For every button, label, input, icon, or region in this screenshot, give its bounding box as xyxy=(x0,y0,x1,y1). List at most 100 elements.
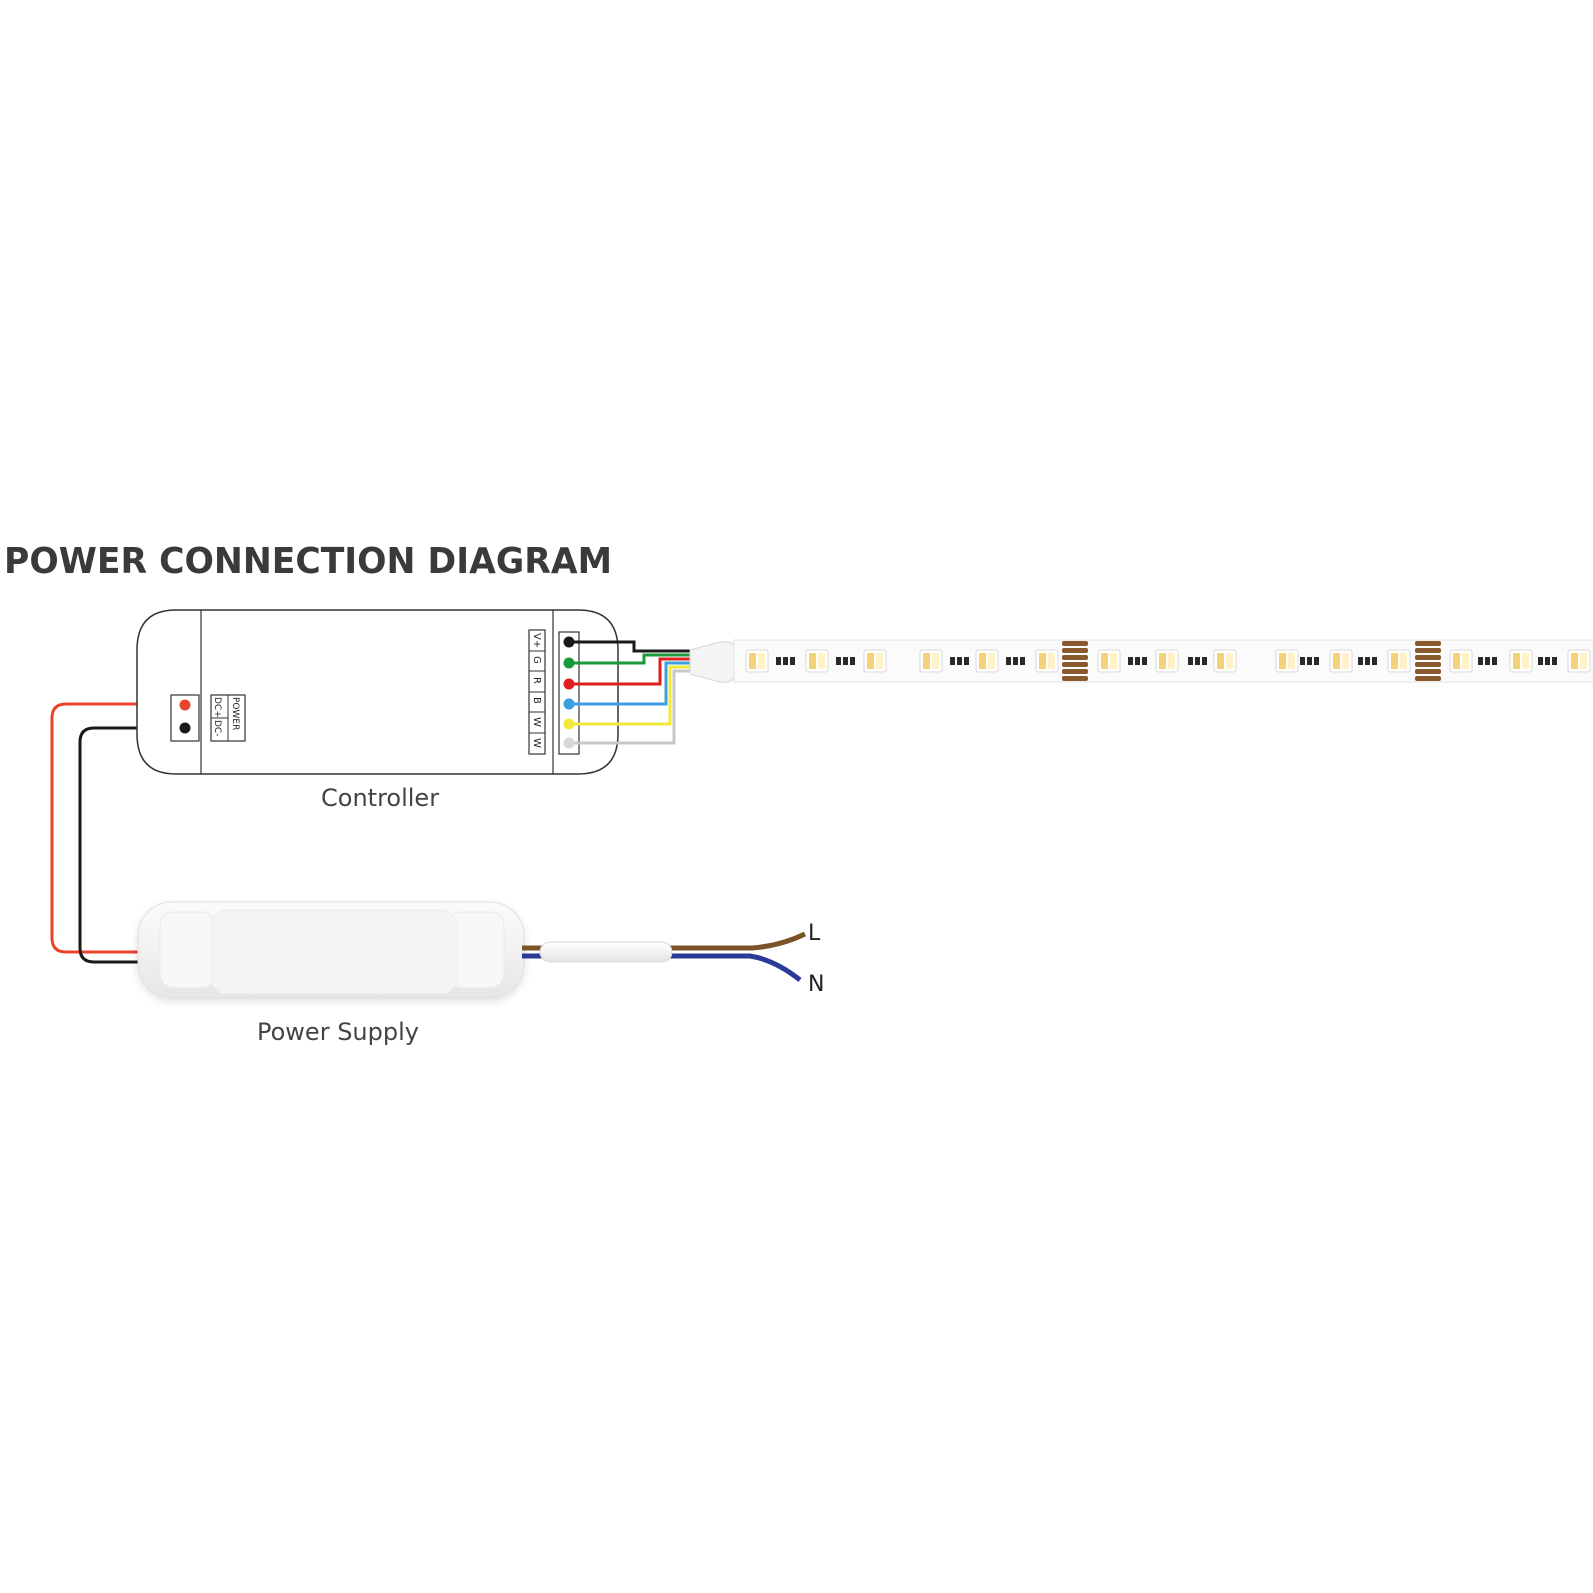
wire-white xyxy=(569,669,690,745)
resistor-icon xyxy=(783,657,788,665)
solder-pad-icon xyxy=(1415,641,1441,646)
led-chip-warm-segment xyxy=(1453,653,1460,669)
led-chip-cool-segment xyxy=(1048,653,1055,669)
led-chip-warm-segment xyxy=(1159,653,1166,669)
wire-red xyxy=(569,657,690,686)
led-chip-cool-segment xyxy=(1168,653,1175,669)
pin-label-b: B xyxy=(531,697,542,704)
led-chip-warm-segment xyxy=(809,653,816,669)
led-chip-warm-segment xyxy=(923,653,930,669)
neutral-label: N xyxy=(808,972,824,997)
resistor-icon xyxy=(1552,657,1557,665)
dc-negative-terminal-icon xyxy=(179,722,191,734)
output-label-column: V+ G R B W W xyxy=(528,629,546,755)
wire-live xyxy=(522,931,807,951)
terminal-yellow-icon xyxy=(563,718,575,730)
resistor-icon xyxy=(964,657,969,665)
resistor-icon xyxy=(950,657,955,665)
terminal-red-icon xyxy=(563,678,575,690)
terminal-white-icon xyxy=(563,737,575,749)
resistor-icon xyxy=(1307,657,1312,665)
wire-dc-negative xyxy=(78,726,185,964)
wire-green xyxy=(569,653,690,665)
solder-pad-icon xyxy=(1415,676,1441,681)
resistor-icon xyxy=(790,657,795,665)
solder-pad-icon xyxy=(1415,655,1441,660)
dc-positive-terminal-icon xyxy=(179,699,191,711)
led-chip-cool-segment xyxy=(818,653,825,669)
led-chip-warm-segment xyxy=(1217,653,1224,669)
strip-end-cap xyxy=(689,641,737,683)
controller-label: Controller xyxy=(321,784,439,812)
resistor-icon xyxy=(1358,657,1363,665)
power-input-terminal: POWER DC+ DC- xyxy=(170,694,246,742)
resistor-icon xyxy=(1188,657,1193,665)
solder-pad-icon xyxy=(1062,655,1088,660)
solder-pad-icon xyxy=(1415,648,1441,653)
led-chip-warm-segment xyxy=(1391,653,1398,669)
resistor-icon xyxy=(776,657,781,665)
cable-sleeve xyxy=(539,941,673,963)
power-supply-label: Power Supply xyxy=(257,1018,419,1046)
resistor-icon xyxy=(1300,657,1305,665)
led-chip-warm-segment xyxy=(1571,653,1578,669)
resistor-icon xyxy=(1538,657,1543,665)
power-terminal-header: POWER xyxy=(230,697,240,730)
resistor-icon xyxy=(1314,657,1319,665)
solder-pad-icon xyxy=(1062,676,1088,681)
pin-label-g: G xyxy=(531,656,542,664)
wire-dc-positive xyxy=(50,702,185,954)
pin-label-w1: W xyxy=(531,717,542,727)
solder-pad-icon xyxy=(1415,669,1441,674)
led-chip-cool-segment xyxy=(1580,653,1587,669)
pin-label-w2: W xyxy=(531,738,542,748)
output-terminal-block xyxy=(558,631,580,755)
resistor-icon xyxy=(1195,657,1200,665)
led-chip-cool-segment xyxy=(988,653,995,669)
led-chip-warm-segment xyxy=(1101,653,1108,669)
resistor-icon xyxy=(843,657,848,665)
output-wires xyxy=(563,636,690,749)
solder-pad-icon xyxy=(1062,648,1088,653)
led-chip-warm-segment xyxy=(979,653,986,669)
resistor-icon xyxy=(1020,657,1025,665)
led-chip-cool-segment xyxy=(1226,653,1233,669)
led-chip-cool-segment xyxy=(758,653,765,669)
resistor-icon xyxy=(1013,657,1018,665)
resistor-icon xyxy=(957,657,962,665)
led-chip-warm-segment xyxy=(1333,653,1340,669)
resistor-icon xyxy=(1492,657,1497,665)
led-chip-cool-segment xyxy=(1288,653,1295,669)
resistor-icon xyxy=(1478,657,1483,665)
live-label: L xyxy=(808,921,821,946)
led-chip-cool-segment xyxy=(932,653,939,669)
resistor-icon xyxy=(1128,657,1133,665)
controller: POWER DC+ DC- V+ G R B W W xyxy=(136,609,619,775)
wire-vplus xyxy=(569,640,690,653)
resistor-icon xyxy=(1142,657,1147,665)
wire-blue xyxy=(569,661,690,706)
solder-pad-icon xyxy=(1062,669,1088,674)
solder-pad-icon xyxy=(1062,662,1088,667)
pin-label-r: R xyxy=(531,677,542,684)
led-chip-cool-segment xyxy=(1110,653,1117,669)
solder-pad-icon xyxy=(1062,641,1088,646)
resistor-icon xyxy=(850,657,855,665)
led-chip-warm-segment xyxy=(1279,653,1286,669)
led-chip-warm-segment xyxy=(749,653,756,669)
mains-cable xyxy=(522,931,807,982)
led-chip-cool-segment xyxy=(1522,653,1529,669)
led-chip-warm-segment xyxy=(1039,653,1046,669)
resistor-icon xyxy=(1135,657,1140,665)
page-title: POWER CONNECTION DIAGRAM xyxy=(4,541,612,582)
pin-label-vplus: V+ xyxy=(531,633,542,648)
led-strip xyxy=(689,639,1593,683)
wire-yellow xyxy=(569,665,690,726)
led-chip-cool-segment xyxy=(876,653,883,669)
resistor-icon xyxy=(1545,657,1550,665)
terminal-green-icon xyxy=(563,657,575,669)
power-supply xyxy=(137,901,525,999)
led-chip-cool-segment xyxy=(1462,653,1469,669)
resistor-icon xyxy=(1372,657,1377,665)
resistor-icon xyxy=(1485,657,1490,665)
